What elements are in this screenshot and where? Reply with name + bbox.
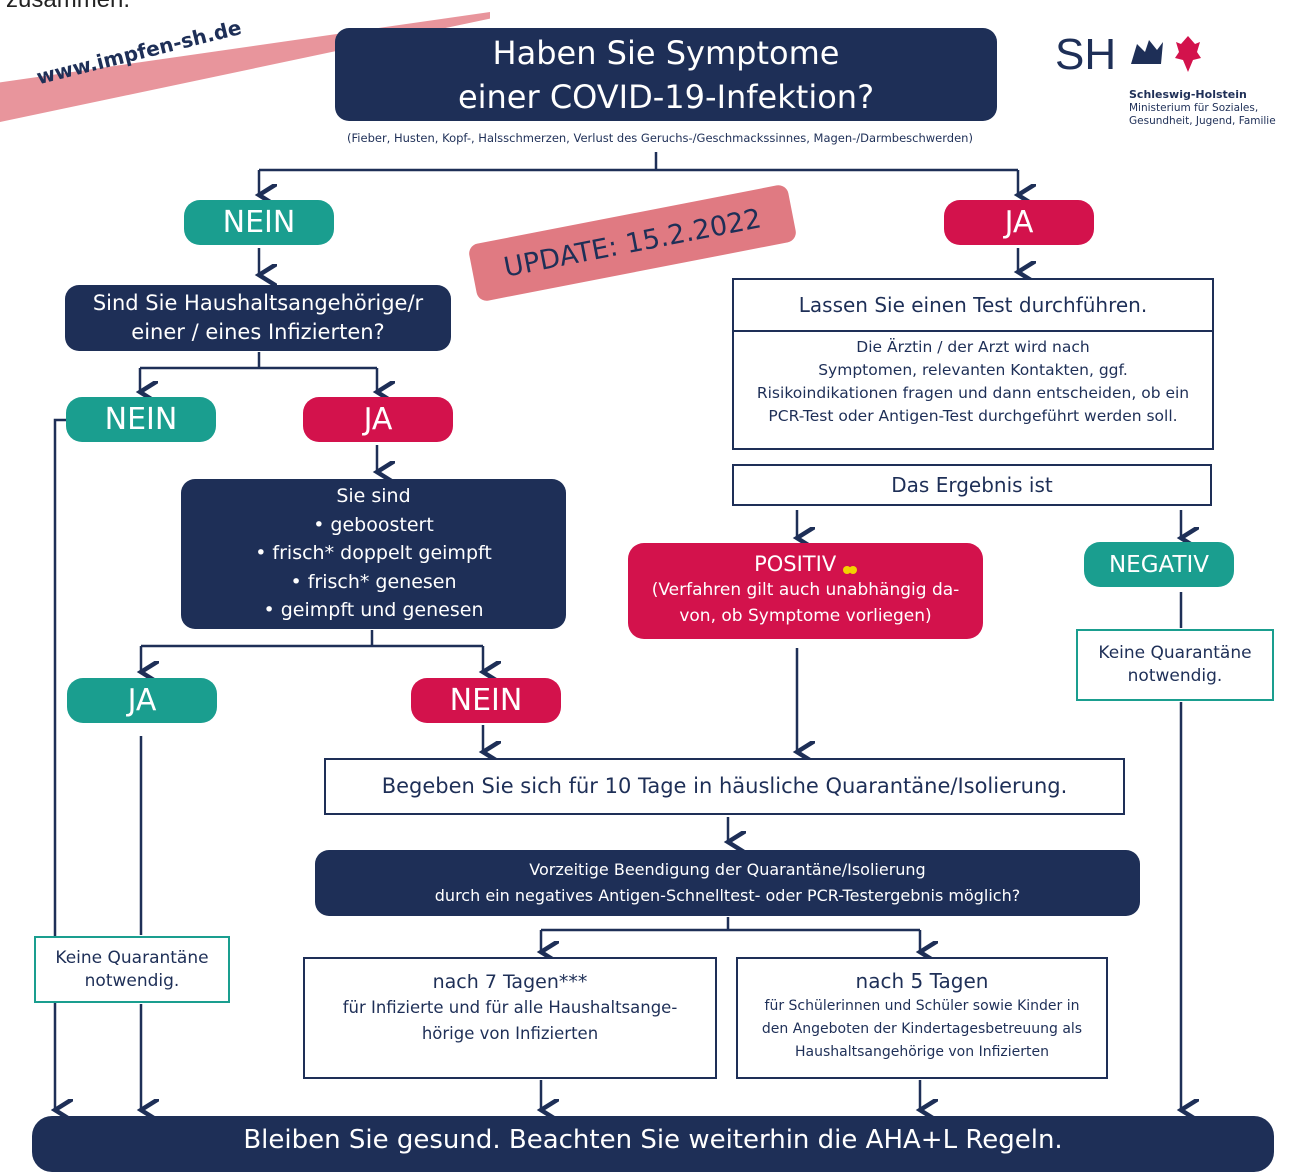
positiv-note: (Verfahren gilt auch unabhängig da- von,… xyxy=(651,580,960,626)
early-end-question-box: Vorzeitige Beendigung der Quarantäne/Iso… xyxy=(315,850,1140,916)
logo-ministry-1: Ministerium für Soziales, xyxy=(1129,102,1259,114)
answer-nein-no-symptoms: NEIN xyxy=(184,200,334,245)
household-question-box: Sind Sie Haushaltsangehörige/r einer / e… xyxy=(65,285,451,351)
right-no-quarantine-box: Keine Quarantäne notwendig. xyxy=(1076,629,1274,701)
after-5-days-box: nach 5 Tagen für Schülerinnen und Schüle… xyxy=(736,957,1108,1079)
symptoms-subtitle: (Fieber, Husten, Kopf-, Halsschmerzen, V… xyxy=(347,131,973,145)
answer-status-nein: NEIN xyxy=(411,678,561,723)
positiv-box: POSITIV (Verfahren gilt auch unabhängig … xyxy=(628,543,983,639)
footer-banner: Bleiben Sie gesund. Beachten Sie weiterh… xyxy=(32,1116,1274,1172)
after-7-title: nach 7 Tagen*** xyxy=(432,971,588,993)
virus-icon xyxy=(842,555,857,574)
after-7-days-box: nach 7 Tagen*** für Infizierte und für a… xyxy=(303,957,717,1079)
positiv-label: POSITIV xyxy=(754,552,837,576)
top-text-fragment: zusammen. xyxy=(6,0,130,14)
left-no-quarantine-box: Keine Quarantäne notwendig. xyxy=(34,936,230,1003)
sh-letters: SH xyxy=(1055,30,1117,79)
answer-hh-nein: NEIN xyxy=(66,397,216,442)
test-title: Lassen Sie einen Test durchführen. xyxy=(734,280,1212,332)
test-description: Die Ärztin / der Arzt wird nach Symptome… xyxy=(756,338,1190,425)
after-5-title: nach 5 Tagen xyxy=(855,969,989,993)
coat-of-arms-icon xyxy=(1127,34,1167,74)
answer-negativ: NEGATIV xyxy=(1084,542,1234,587)
logo-ministry-2: Gesundheit, Jugend, Familie xyxy=(1129,115,1276,127)
quarantine-box: Begeben Sie sich für 10 Tage in häuslich… xyxy=(324,758,1125,815)
answer-status-ja: JA xyxy=(67,678,217,723)
after-7-text: für Infizierte und für alle Haushaltsang… xyxy=(342,998,678,1043)
result-box: Das Ergebnis ist xyxy=(732,464,1212,506)
answer-ja-symptoms: JA xyxy=(944,200,1094,245)
logo-state: Schleswig-Holstein xyxy=(1129,88,1247,101)
main-question-box: Haben Sie Symptome einer COVID-19-Infekt… xyxy=(335,28,997,121)
after-5-text: für Schülerinnen und Schüler sowie Kinde… xyxy=(761,998,1083,1060)
vaccination-status-box: Sie sind • geboostert • frisch* doppelt … xyxy=(181,479,566,629)
test-box: Lassen Sie einen Test durchführen. Die Ä… xyxy=(732,278,1214,450)
nettle-leaf-icon xyxy=(1173,34,1203,74)
positiv-label-row: POSITIV xyxy=(628,543,983,577)
sh-logo: SH Schleswig-Holstein Ministerium für So… xyxy=(1055,30,1295,140)
answer-hh-ja: JA xyxy=(303,397,453,442)
